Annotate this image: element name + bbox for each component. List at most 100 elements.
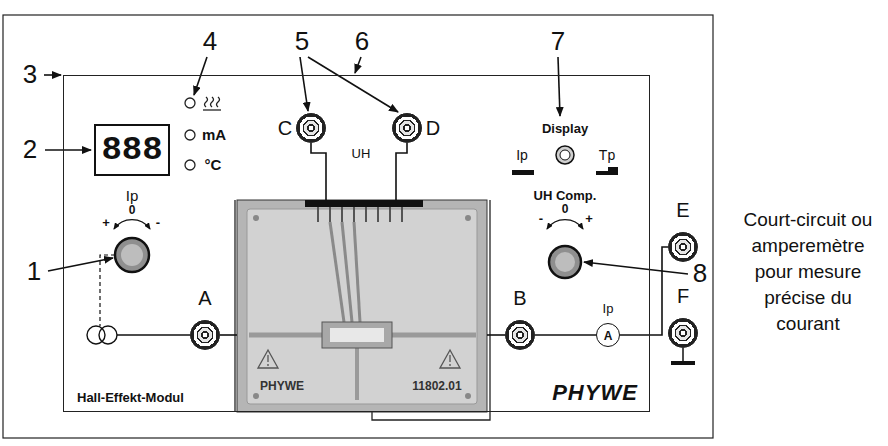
label-anchor: 0 [562, 199, 569, 217]
ground-symbol [671, 348, 695, 363]
wire [535, 334, 596, 336]
label-anchor: 7 [551, 27, 565, 57]
callout-number: 4 [203, 27, 217, 57]
switch-label: Tp [599, 147, 615, 163]
heating-symbol [203, 97, 221, 110]
socket: C [276, 113, 326, 143]
label-anchor: mA [202, 126, 226, 144]
callout-number: 1 [27, 257, 41, 287]
label-anchor: 0 [129, 200, 136, 218]
callout-number: 6 [355, 27, 369, 57]
label-anchor: Tp [599, 146, 615, 164]
hall-board: PHYWE 11802.01 [237, 200, 487, 412]
current-name: Ip [603, 302, 614, 317]
text-anchor: C [278, 117, 292, 140]
unit-label: mA [202, 126, 226, 143]
panel-label: UH Comp. [534, 189, 597, 204]
wire [396, 143, 407, 200]
note: Court-circuit ou amperemètre pour mesure… [733, 207, 883, 337]
text-anchor: A [198, 287, 211, 310]
ammeter: IpA [596, 300, 620, 347]
knob-label: Ip [126, 187, 139, 204]
callout-number: 7 [551, 27, 565, 57]
socket-letter: C [278, 117, 292, 140]
board-number: 11802.01 [412, 380, 461, 394]
socket-letter: A [198, 287, 211, 310]
callout-number: 5 [295, 27, 309, 57]
label-anchor: Display [542, 119, 588, 137]
module-name: Hall-Effekt-Modul [77, 391, 184, 406]
label-anchor: 4 [203, 27, 217, 57]
ammeter-letter: A [604, 330, 613, 344]
scale-mark: 0 [129, 204, 136, 218]
callout-number: 3 [23, 60, 37, 90]
ip-knob [114, 220, 150, 272]
brand-logo: PHYWE [552, 380, 638, 405]
scale-mark: - [156, 216, 160, 231]
wire [220, 334, 237, 336]
wire [620, 247, 668, 335]
socket-letter: D [426, 117, 440, 140]
socket-ring [296, 113, 326, 143]
label-anchor: 5 [295, 27, 309, 57]
board-brand: PHYWE [260, 380, 304, 394]
scale-mark: + [585, 212, 593, 227]
uh-comp-knob [547, 220, 583, 278]
text-anchor: PHYWE [260, 376, 304, 394]
led-display: 888 [94, 124, 170, 176]
unit-label: °C [205, 156, 222, 173]
label-anchor: °C [205, 156, 222, 174]
label-anchor: 1 [27, 257, 41, 287]
text-anchor: A [604, 326, 613, 344]
label-anchor: Ip [516, 146, 528, 164]
outer-frame [3, 15, 713, 438]
callout-number: 2 [23, 135, 37, 165]
socket: A [190, 288, 220, 350]
socket: D [392, 113, 442, 143]
text-anchor: E [676, 199, 689, 222]
label-anchor: UH Comp. [534, 186, 597, 204]
socket-ring [505, 320, 535, 350]
socket-ring [668, 232, 698, 262]
text-anchor: Hall-Effekt-Modul [77, 388, 184, 406]
label-anchor: 3 [23, 60, 37, 90]
label-anchor: UH [352, 144, 371, 162]
scale-mark: 0 [562, 203, 569, 217]
wire [487, 334, 505, 336]
label-anchor: 6 [355, 27, 369, 57]
text-anchor: 888 [101, 133, 162, 167]
signal-name: UH [352, 147, 371, 162]
socket-ring [190, 320, 220, 350]
socket-letter: F [677, 285, 689, 308]
label-anchor: Court-circuit ou amperemètre pour mesure… [733, 207, 883, 337]
socket: E [668, 200, 698, 262]
socket-letter: B [513, 287, 526, 310]
hall-board-picture [237, 200, 487, 412]
led-indicators [185, 98, 195, 170]
display-digits: 888 [101, 133, 162, 167]
switch-label: Ip [516, 147, 528, 163]
panel-dividers [235, 200, 490, 420]
wire [311, 143, 326, 200]
current-source-symbol [87, 326, 190, 344]
socket-ring [392, 113, 422, 143]
label-anchor: - [539, 209, 543, 227]
text-anchor: D [426, 117, 440, 140]
label-anchor: + [585, 209, 593, 227]
label-anchor: + [102, 213, 110, 231]
callout-number: 8 [693, 259, 707, 289]
text-anchor: PHYWE [552, 380, 638, 405]
scale-mark: - [539, 212, 543, 227]
label-anchor: 8 [693, 259, 707, 289]
text-anchor: F [677, 285, 689, 308]
socket: B [505, 288, 535, 350]
socket-letter: E [676, 199, 689, 222]
text-anchor: 11802.01 [412, 376, 461, 394]
text-anchor: B [513, 287, 526, 310]
label-anchor: 2 [23, 135, 37, 165]
socket-ring [668, 318, 698, 348]
display-selector [512, 146, 618, 175]
label-anchor: - [156, 213, 160, 231]
text-anchor: Ip [603, 299, 614, 317]
